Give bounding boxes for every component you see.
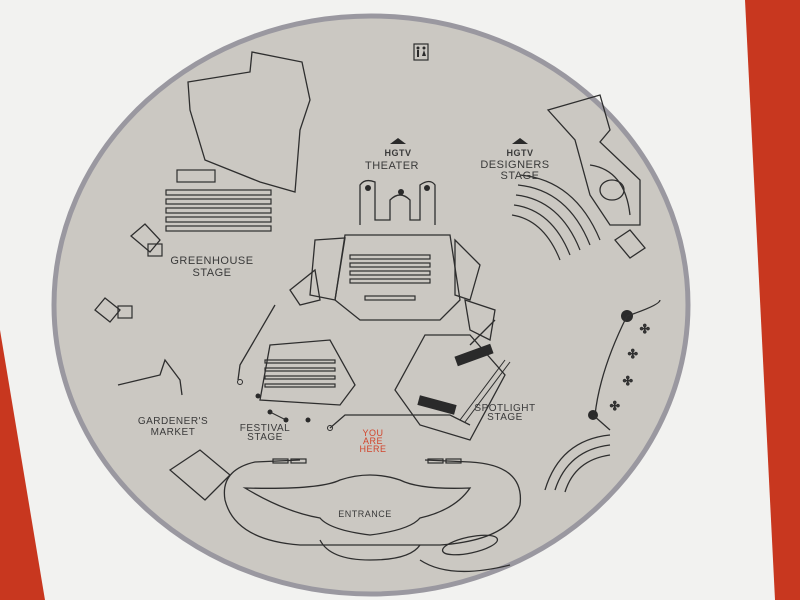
festival-stage-label-2: STAGE xyxy=(247,432,283,443)
spotlight-stage-area xyxy=(394,334,511,441)
svg-text:✣: ✣ xyxy=(628,347,639,361)
map-circle xyxy=(51,13,691,597)
svg-text:HERE: HERE xyxy=(359,444,386,454)
theater-seating xyxy=(349,254,431,301)
hgtv-logo: HGTV HGTV xyxy=(384,138,533,158)
greenhouse-stage-label-2: STAGE xyxy=(193,267,232,279)
designers-stage-area xyxy=(511,94,646,261)
designers-seating xyxy=(511,174,601,261)
svg-text:✣: ✣ xyxy=(640,322,651,336)
festival-stage-label: FESTIVAL xyxy=(240,423,291,434)
festival-seating xyxy=(264,359,336,388)
designers-stage-label-2: STAGE xyxy=(501,170,540,182)
svg-text:✣: ✣ xyxy=(610,399,621,413)
hgtv-theater-area xyxy=(237,179,496,385)
greenhouse-seating xyxy=(165,189,272,232)
entrance-area xyxy=(223,458,522,573)
designers-stage-label: DESIGNERS xyxy=(480,159,549,171)
you-are-here-marker: YOU ARE HERE xyxy=(359,428,386,454)
entrance-label: ENTRANCE xyxy=(338,509,392,519)
svg-text:✣: ✣ xyxy=(623,374,634,388)
right-stage-area: ✣ ✣ ✣ ✣ xyxy=(544,299,661,493)
greenhouse-stage-label: GREENHOUSE xyxy=(170,255,253,267)
gardeners-market-label-2: MARKET xyxy=(151,427,196,438)
svg-text:HGTV: HGTV xyxy=(384,148,411,158)
greenhouse-stage-area xyxy=(94,51,311,323)
restroom-icon xyxy=(413,43,429,61)
svg-text:ARE: ARE xyxy=(363,436,383,446)
spotlight-stage-label-2: STAGE xyxy=(487,412,523,423)
svg-text:HGTV: HGTV xyxy=(506,148,533,158)
gardeners-market-label: GARDENER'S xyxy=(138,416,208,427)
svg-text:YOU: YOU xyxy=(362,428,383,438)
spotlight-stage-label: SPOTLIGHT xyxy=(474,403,535,414)
theater-label: THEATER xyxy=(365,160,419,172)
